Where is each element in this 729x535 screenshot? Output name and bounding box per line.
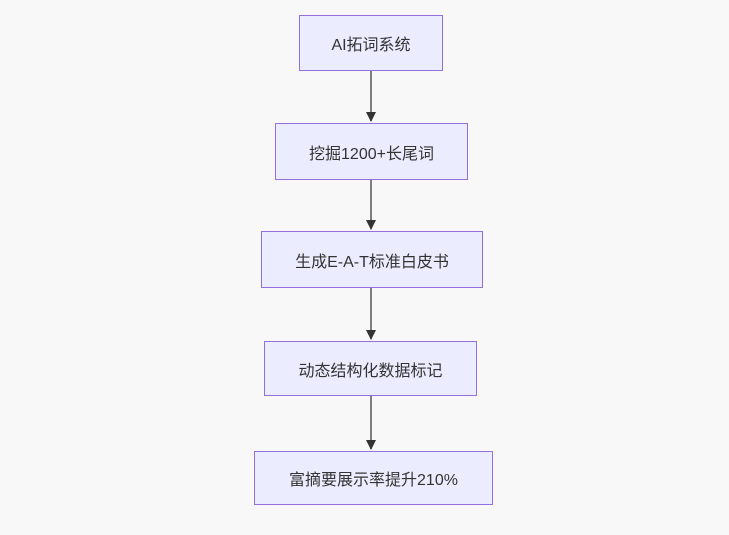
- flowchart-node-eat-whitepaper: 生成E-A-T标准白皮书: [261, 231, 483, 288]
- node-label: AI拓词系统: [331, 37, 411, 54]
- flowchart-node-longtail-mining: 挖掘1200+长尾词: [275, 123, 468, 180]
- flowchart-node-structured-data-markup: 动态结构化数据标记: [264, 341, 477, 396]
- node-label: 富摘要展示率提升210%: [289, 472, 458, 489]
- flowchart-node-rich-snippet-result: 富摘要展示率提升210%: [254, 451, 493, 505]
- flowchart-node-ai-word-expansion: AI拓词系统: [299, 15, 443, 71]
- node-label: 生成E-A-T标准白皮书: [295, 253, 449, 271]
- node-label: 挖掘1200+长尾词: [309, 145, 434, 163]
- node-label: 动态结构化数据标记: [298, 362, 443, 380]
